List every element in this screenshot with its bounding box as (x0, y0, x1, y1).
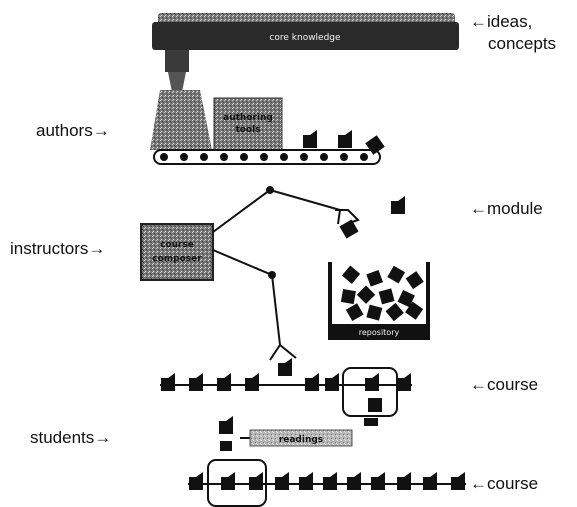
module-label: ←module (470, 199, 543, 218)
module-in-claw (339, 219, 359, 239)
instructors-label: instructors→ (10, 239, 106, 258)
course-top-selection (342, 367, 398, 417)
authored-modules (303, 130, 385, 155)
authoring-tools-line2: tools (235, 125, 260, 135)
course-composer-line1: course (160, 240, 194, 250)
authoring-tools-box: authoring tools (213, 97, 283, 151)
module-in-lower-claw (278, 358, 292, 376)
course-bottom-selection (207, 459, 267, 507)
author-conveyor (153, 149, 381, 165)
course-composer-line2: composer (152, 254, 202, 264)
course-line-bottom (188, 459, 466, 507)
module-sample (391, 196, 405, 214)
knowledge-bar-label: core knowledge (269, 33, 341, 43)
students-label: students→ (30, 428, 112, 447)
course-composer-box: course composer (140, 223, 214, 281)
ideas-label: ←ideas, (470, 12, 533, 31)
robot-arm-lower (212, 249, 297, 361)
repository: repository (328, 262, 430, 340)
course-bottom-label: ←course (470, 474, 539, 493)
knowledge-bar-body (152, 22, 459, 50)
authoring-tools-line1: authoring (223, 113, 273, 123)
robot-arm-upper (212, 186, 360, 233)
repository-modules (340, 265, 424, 322)
course-top-label: ←course (470, 375, 539, 394)
authors-label: authors→ (36, 121, 110, 140)
authoring-nozzle (150, 50, 212, 150)
readings-box: readings (240, 429, 353, 447)
knowledge-bar: core knowledge (152, 13, 459, 50)
readings-label: readings (279, 435, 323, 445)
course-line-top (160, 367, 412, 426)
repository-label: repository (359, 328, 400, 337)
concepts-label: concepts (488, 34, 557, 53)
student-modules (219, 416, 233, 451)
